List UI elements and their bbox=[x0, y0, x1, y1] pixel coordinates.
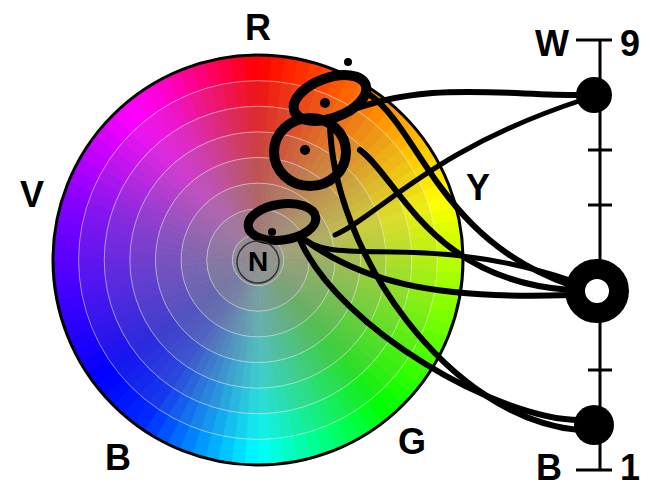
hue-letter: R bbox=[245, 10, 271, 46]
wheel-cell bbox=[253, 183, 258, 209]
wheel-cell bbox=[53, 259, 79, 273]
wheel-cell bbox=[257, 388, 268, 414]
scale-marks bbox=[574, 77, 619, 445]
center-circle: N bbox=[236, 240, 280, 284]
wheel-ring-line bbox=[207, 209, 310, 312]
wheel-ring-line bbox=[79, 81, 438, 440]
wheel-cell bbox=[248, 106, 259, 132]
wheel-cell bbox=[245, 55, 259, 81]
hue-letter: V bbox=[20, 177, 44, 213]
wheel-cell bbox=[251, 158, 258, 184]
hue-letter: Y bbox=[466, 170, 490, 206]
wheel-cell bbox=[257, 439, 271, 465]
circle-border bbox=[237, 241, 279, 283]
hand-dot bbox=[268, 228, 276, 236]
hand-curve bbox=[300, 235, 570, 280]
value-number: 1 bbox=[620, 450, 640, 486]
hand-dot bbox=[344, 58, 352, 66]
wheel-cell bbox=[258, 311, 263, 337]
wheel-cell bbox=[207, 260, 233, 264]
wheel-cell bbox=[104, 259, 130, 270]
color-wheel bbox=[53, 55, 463, 465]
hand-curve bbox=[330, 120, 580, 430]
scale-ring bbox=[575, 269, 619, 313]
wheel-ring-line bbox=[130, 132, 386, 388]
value-letter: W bbox=[535, 26, 569, 62]
scale-tick bbox=[576, 469, 612, 472]
hand-loop bbox=[246, 199, 318, 244]
wheel-cell bbox=[284, 257, 310, 261]
scale-tick bbox=[588, 149, 612, 152]
scale-dot bbox=[574, 405, 614, 445]
hue-letter: B bbox=[105, 440, 131, 476]
hand-loop bbox=[274, 118, 346, 186]
value-letter: B bbox=[536, 450, 562, 486]
wheel-cell bbox=[181, 260, 207, 265]
hue-letter: G bbox=[398, 424, 426, 460]
hand-marks bbox=[246, 58, 582, 430]
wheel-cell bbox=[130, 259, 156, 268]
wheel-cell bbox=[257, 362, 266, 388]
wheel-cell bbox=[246, 81, 258, 107]
node-label: N bbox=[248, 248, 268, 276]
wheel-cell bbox=[257, 413, 269, 439]
hand-curve bbox=[300, 240, 580, 420]
scale-tick bbox=[588, 204, 612, 207]
hand-dot bbox=[320, 98, 330, 108]
value-number: 9 bbox=[620, 26, 640, 62]
scale-tick bbox=[576, 39, 612, 42]
wheel-cell bbox=[250, 132, 259, 158]
hand-curve bbox=[335, 100, 582, 235]
wheel-cell bbox=[156, 260, 182, 267]
wheel-outline bbox=[53, 55, 463, 465]
wheel-cell bbox=[79, 259, 105, 271]
scale-dot bbox=[576, 77, 612, 113]
wheel-cell bbox=[258, 337, 265, 363]
scale-tick bbox=[588, 369, 612, 372]
wheel-ring-line bbox=[156, 158, 361, 363]
wheel-cell bbox=[258, 286, 262, 312]
hand-dot bbox=[300, 145, 310, 155]
